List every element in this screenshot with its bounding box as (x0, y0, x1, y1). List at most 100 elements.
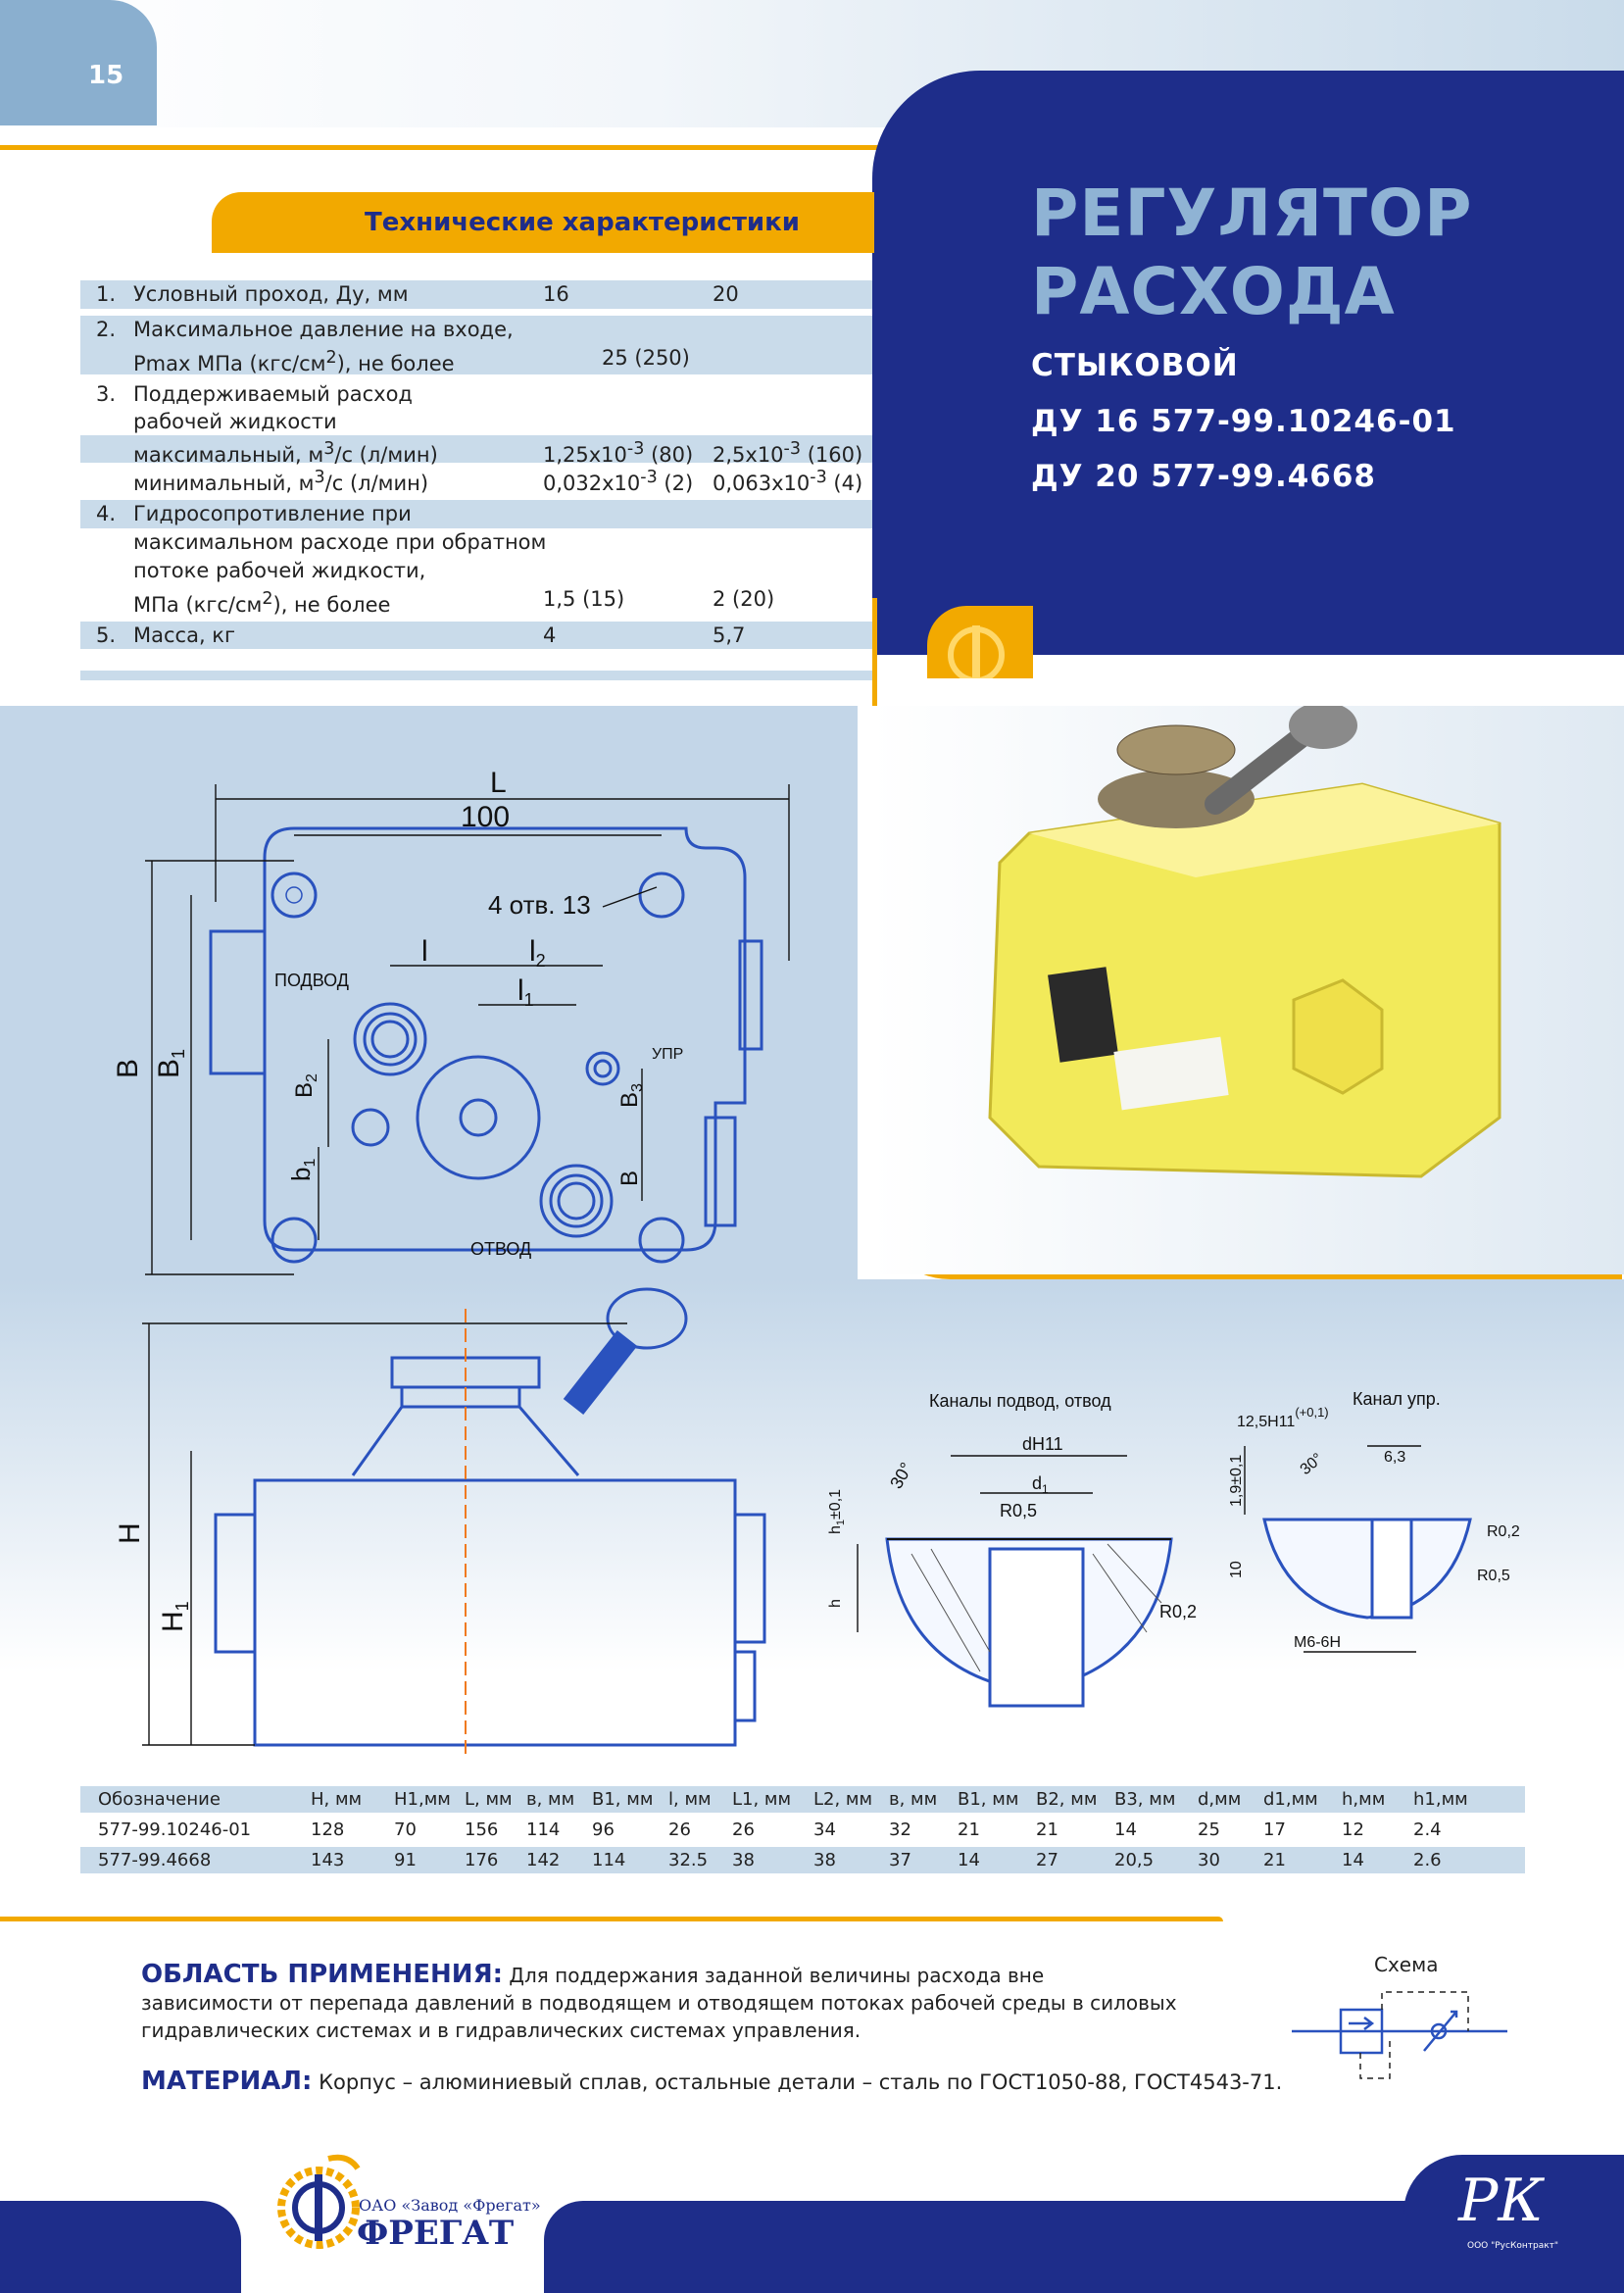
dim-dH11: dH11 (1022, 1434, 1063, 1454)
table-cell: 142 (526, 1850, 561, 1870)
table-header-cell: Обозначение (98, 1789, 221, 1810)
spec-value-du20: 2 (20) (713, 587, 775, 611)
fregat-logo-icon (948, 625, 1005, 683)
table-header-cell: В3, мм (1114, 1789, 1176, 1810)
table-cell: 27 (1036, 1850, 1058, 1870)
table-header-cell: в, мм (889, 1789, 938, 1810)
spec-row-3-min: минимальный, м3/с (л/мин) 0,032х10-3 (2)… (80, 464, 872, 495)
spec-value-du20: 5,7 (713, 623, 746, 647)
table-cell: 12 (1342, 1819, 1364, 1840)
table-cell: 176 (465, 1850, 499, 1870)
table-header-cell: H1,мм (394, 1789, 451, 1810)
dim-B1: B1 (153, 1049, 188, 1078)
table-header-cell: h,мм (1342, 1789, 1386, 1810)
table-cell: 2.6 (1413, 1850, 1442, 1870)
section2-title: Канал упр. (1353, 1389, 1441, 1409)
spec-value-min-du20: 0,063х10-3 (4) (713, 468, 863, 495)
top-view-drawing: L 100 4 отв. 13 l l2 l1 B B1 B2 B3 b1 B … (0, 706, 858, 1279)
spec-row-1: 1. Условный проход, Ду, мм 16 20 (80, 280, 872, 309)
product-model-2: ДУ 20 577-99.4668 (1031, 459, 1377, 494)
dim-r05-2: R0,5 (1477, 1568, 1510, 1584)
table-header-cell: l, мм (668, 1789, 712, 1810)
spec-num: 3. (96, 382, 117, 406)
spec-label-line2: рабочей жидкости (133, 410, 337, 433)
dim-L: L (490, 767, 507, 799)
section1-title: Каналы подвод, отвод (929, 1391, 1111, 1411)
table-header-cell: В1, мм (958, 1789, 1019, 1810)
spec-label: Максимальное давление на входе, (133, 318, 514, 341)
table-cell: 114 (526, 1819, 561, 1840)
spec-row-4-shade (80, 500, 872, 528)
spec-label-line3: потоке рабочей жидкости, (133, 559, 426, 582)
dim-12-5: 12,5H11(+0,1) (1237, 1405, 1329, 1430)
dim-r02: R0,2 (1159, 1602, 1197, 1621)
spec-row-3-max: максимальный, м3/с (л/мин) 1,25х10-3 (80… (80, 435, 872, 467)
table-cell: 21 (1036, 1819, 1058, 1840)
dim-angle-30: 30° (886, 1459, 916, 1492)
application-label: ОБЛАСТЬ ПРИМЕНЕНИЯ: (141, 1960, 503, 1989)
specs-header-bar (212, 192, 874, 253)
spec-label-line2: максимальном расходе при обратном (133, 530, 547, 554)
fregat-company-name: ОАО «Завод «Фрегат» (359, 2196, 541, 2215)
table-cell: 25 (1198, 1819, 1220, 1840)
spec-label: Условный проход, Ду, мм (133, 282, 409, 306)
spec-num: 5. (96, 623, 117, 647)
side-view-drawing: H H1 Каналы подвод, отвод dH11 d1 30° R0… (0, 1279, 1624, 1770)
side-view-svg: H H1 Каналы подвод, отвод dH11 d1 30° R0… (114, 1287, 1520, 1760)
spec-row-5: 5. Масса, кг 4 5,7 (80, 622, 872, 649)
spec-label-line2: Pmax МПа (кгс/см2), не более (133, 348, 455, 375)
table-cell: 128 (311, 1819, 345, 1840)
table-header-cell: В1, мм (592, 1789, 654, 1810)
table-cell: 143 (311, 1850, 345, 1870)
dim-H1: H1 (157, 1601, 192, 1632)
spec-label: Гидросопротивление при (133, 502, 412, 525)
table-header-cell: В2, мм (1036, 1789, 1098, 1810)
fregat-logo-badge (927, 606, 1033, 683)
top-view-svg: L 100 4 отв. 13 l l2 l1 B B1 B2 B3 b1 B … (112, 767, 790, 1275)
spec-label: Поддерживаемый расход (133, 382, 413, 406)
dim-B3: B3 (616, 1083, 646, 1108)
footer-logo-tab (1403, 2155, 1624, 2293)
dim-6-3: 6,3 (1384, 1449, 1405, 1466)
dim-1-9: 1,9±0,1 (1228, 1455, 1245, 1507)
table-header-cell: d,мм (1198, 1789, 1242, 1810)
dim-thread: M6-6H (1294, 1634, 1341, 1651)
schema-label: Схема (1374, 1953, 1439, 1976)
table-cell: 38 (732, 1850, 755, 1870)
material-label: МАТЕРИАЛ: (141, 2067, 313, 2096)
table-cell: 577-99.10246-01 (98, 1819, 252, 1840)
ruscontract-caption: ООО "РусКонтракт" (1467, 2241, 1559, 2251)
product-title: РЕГУЛЯТОР (1031, 175, 1473, 251)
dim-h1: h1±0,1 (827, 1489, 847, 1534)
product-model-1: ДУ 16 577-99.10246-01 (1031, 404, 1456, 439)
table-cell: 38 (813, 1850, 836, 1870)
divider-top (0, 145, 882, 150)
table-cell: 70 (394, 1819, 417, 1840)
spec-label: Масса, кг (133, 623, 236, 647)
dim-H: H (114, 1522, 146, 1544)
dim-holes: 4 отв. 13 (488, 890, 591, 920)
dim-b1: b1 (286, 1159, 319, 1181)
specs-header: Технические характеристики (365, 208, 800, 237)
dim-B: B (112, 1059, 144, 1078)
application-text: Для поддержания заданной величины расход… (141, 1964, 1177, 2042)
spec-value-du16: 16 (543, 282, 569, 306)
spec-row-2: 2. Максимальное давление на входе, Pmax … (80, 316, 872, 375)
product-title-line2: РАСХОДА (1031, 254, 1396, 329)
table-cell: 32 (889, 1819, 911, 1840)
label-control: УПР (652, 1046, 683, 1063)
dim-100: 100 (461, 801, 510, 833)
table-header-cell: h1,мм (1413, 1789, 1468, 1810)
divider-bottom (0, 1917, 1223, 1921)
product-subtitle: СТЫКОВОЙ (1031, 348, 1239, 383)
dim-l2: l2 (529, 935, 546, 971)
spec-label-min: минимальный, м3/с (л/мин) (133, 468, 429, 495)
dim-h: h (827, 1599, 844, 1608)
label-inlet: ПОДВОД (274, 971, 349, 990)
dim-r05: R0,5 (1000, 1501, 1037, 1520)
table-cell: 32.5 (668, 1850, 709, 1870)
product-photo (872, 702, 1624, 1274)
